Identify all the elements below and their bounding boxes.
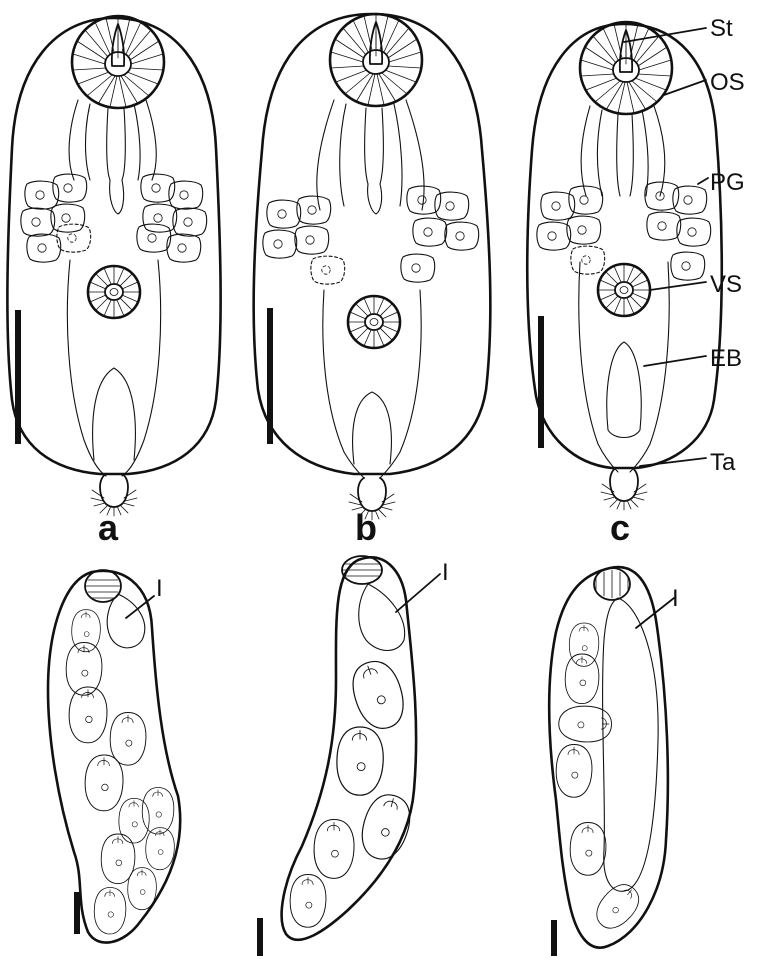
cercaria-a [7, 16, 220, 516]
sporocyst-outline-c [549, 567, 668, 948]
scale-bar-c [538, 316, 544, 448]
label-vs: VS [710, 271, 742, 298]
scale-bar-e [257, 918, 263, 956]
label-i-b: I [442, 559, 449, 586]
sporocyst-c [549, 567, 674, 948]
scale-bar-a [15, 310, 21, 444]
sporocyst-a [48, 570, 180, 943]
label-i-a: I [156, 575, 163, 602]
intestine-b [359, 584, 405, 651]
label-eb: EB [710, 345, 742, 372]
panel-label-a: a [98, 507, 119, 548]
cercaria-b [254, 14, 491, 520]
label-pg: PG [710, 169, 745, 196]
excretory-system-b [323, 290, 421, 478]
scale-bar-d [74, 892, 80, 934]
panel-label-c: c [610, 507, 630, 548]
scale-bar-f [551, 920, 557, 956]
intestine-c [603, 598, 659, 891]
label-i-c: I [672, 585, 679, 612]
sporocyst-outline-b [282, 557, 416, 939]
panel-label-b: b [355, 507, 377, 548]
sporocyst-b [282, 556, 440, 940]
penetration-glands-b [263, 186, 479, 284]
label-os: OS [710, 69, 745, 96]
label-ta: Ta [710, 449, 736, 476]
cercaria-c [527, 22, 722, 510]
callout-lines [624, 28, 708, 466]
label-st: St [710, 15, 733, 42]
scale-bar-b [267, 308, 273, 444]
penetration-glands-a [21, 174, 207, 262]
gland-ducts-b [317, 100, 424, 214]
excretory-system-a [67, 260, 160, 476]
body-outline-b [254, 14, 491, 474]
body-outline-a [7, 18, 220, 474]
intestine-a [107, 594, 145, 648]
